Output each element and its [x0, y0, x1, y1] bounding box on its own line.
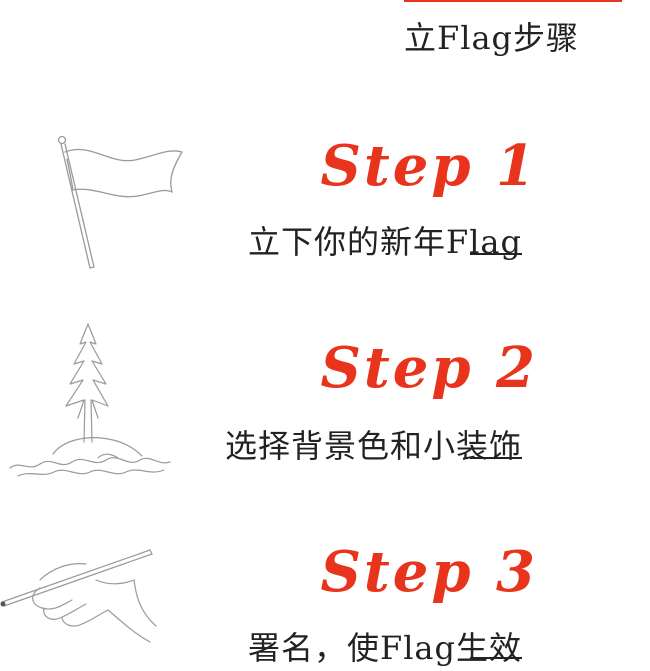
step-3-blank-line: [470, 657, 522, 659]
title-top-rule: [404, 0, 622, 2]
step-2-blank-line: [470, 457, 522, 459]
flag-icon: [50, 130, 190, 275]
step-1-blank-line: [470, 253, 522, 255]
tree-island-icon: [8, 318, 178, 483]
step-2-heading: Step 2: [320, 336, 538, 400]
page-title: 立Flag步骤: [404, 16, 579, 60]
step-3-heading: Step 3: [320, 540, 538, 604]
step-3-description: 署名，使Flag生效: [248, 628, 522, 668]
step-1-description: 立下你的新年Flag: [248, 222, 522, 262]
hand-writing-icon: [0, 540, 165, 650]
step-2-description: 选择背景色和小装饰: [225, 426, 522, 466]
step-1-heading: Step 1: [320, 134, 538, 198]
